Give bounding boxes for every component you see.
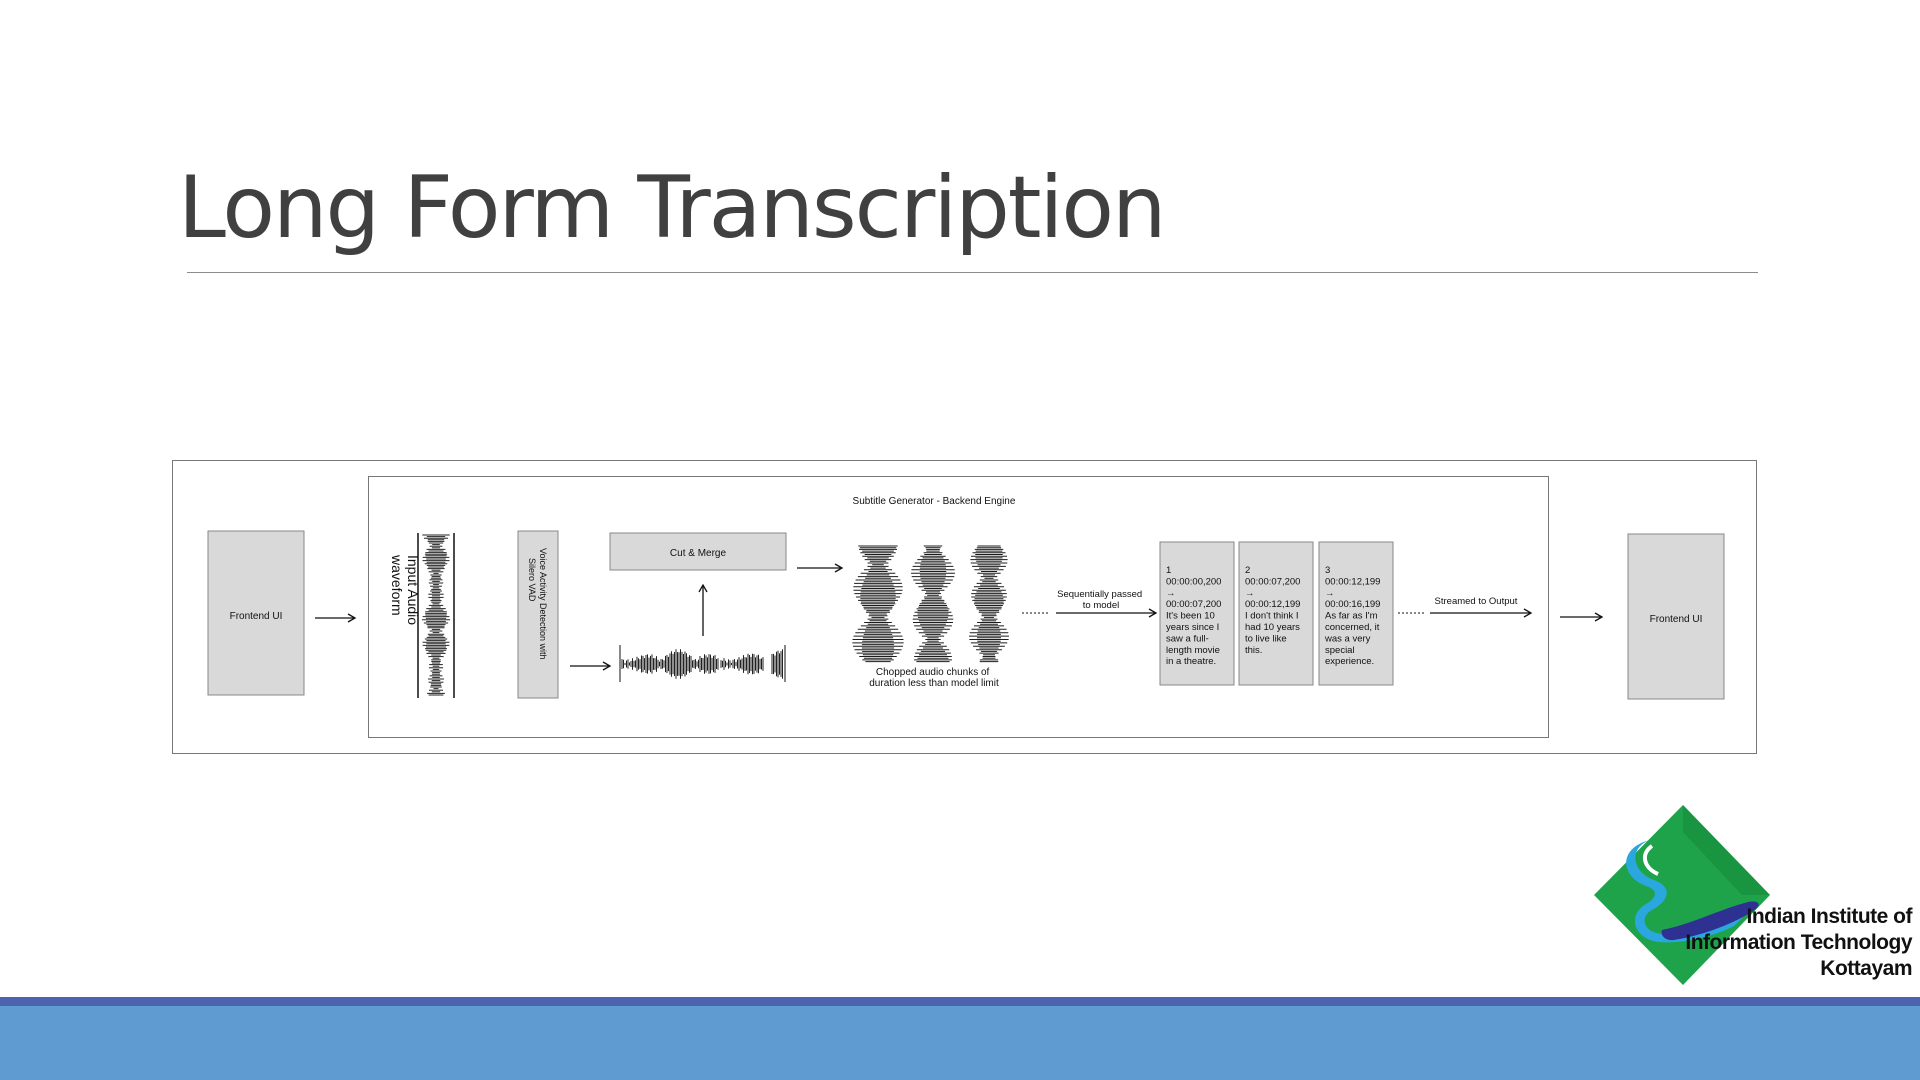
arrow-cut-merge-to-chunks	[797, 563, 844, 573]
sequential-label-line1: Sequentially passed	[1057, 589, 1142, 600]
arrow-waveform-to-cut-merge	[698, 583, 708, 636]
vad-waveform-graphic	[619, 645, 786, 682]
subtitle-1-line: It's been 10	[1166, 611, 1215, 622]
audio-chunks-graphic	[852, 545, 1009, 663]
subtitle-2-line: 00:00:12,199	[1245, 599, 1300, 610]
subtitle-3-line: As far as I'm	[1325, 611, 1378, 622]
subtitle-1-line: →	[1166, 588, 1176, 599]
sequential-label-line2: to model	[1083, 600, 1119, 611]
vad-label: Voice Activity Detection with Silero VAD	[527, 548, 548, 662]
chunks-label-line1: Chopped audio chunks of	[876, 667, 990, 678]
cut-merge-box	[609, 532, 787, 571]
subtitle-3-line: 00:00:12,199	[1325, 576, 1380, 587]
frontend-ui-left-box	[207, 530, 305, 696]
subtitle-3-line: was a very	[1324, 633, 1371, 644]
arrow-subtitles-to-output	[1398, 608, 1533, 618]
pipeline-diagram: Subtitle Generator - Backend Engine Fron…	[172, 460, 1758, 754]
subtitle-2-line: 2	[1245, 565, 1250, 576]
subtitle-3-line: 3	[1325, 565, 1330, 576]
arrow-vad-to-waveform	[570, 661, 612, 671]
institute-logo-line2: Information Technology	[1685, 931, 1912, 954]
subtitle-1-line: length movie	[1166, 645, 1220, 656]
subtitle-3-line: experience.	[1325, 656, 1374, 667]
subtitle-2-line: I don't think I	[1245, 611, 1299, 622]
vad-label-line1: Voice Activity Detection with	[538, 548, 548, 660]
chunks-label: Chopped audio chunks of duration less th…	[869, 667, 999, 689]
vad-box	[517, 530, 559, 699]
frontend-ui-right-box	[1627, 533, 1725, 700]
institute-logo-emblem	[1594, 805, 1770, 985]
subtitle-2-line: to live like	[1245, 633, 1287, 644]
input-waveform-label-line1: Input Audio	[405, 555, 421, 625]
slide-title: Long Form Transcription	[178, 158, 1167, 258]
title-divider	[187, 272, 1758, 273]
streamed-label: Streamed to Output	[1435, 596, 1518, 607]
institute-logo-line3: Kottayam	[1820, 957, 1912, 980]
institute-logo-text: Indian Institute of Information Technolo…	[1685, 904, 1912, 982]
backend-engine-title: Subtitle Generator - Backend Engine	[853, 496, 1016, 507]
arrow-engine-to-frontend	[1560, 612, 1604, 622]
subtitle-3-line: concerned, it	[1325, 622, 1380, 633]
subtitle-1-line: years since I	[1166, 622, 1219, 633]
subtitle-1-line: saw a full-	[1166, 633, 1209, 644]
institute-logo-line1: Indian Institute of	[1746, 905, 1913, 928]
input-waveform-label: Input Audio waveform	[389, 554, 421, 629]
institute-logo: Indian Institute of Information Technolo…	[1592, 802, 1920, 988]
pipeline-diagram-svg: Subtitle Generator - Backend Engine Fron…	[172, 460, 1757, 754]
subtitle-3-line: →	[1325, 588, 1335, 599]
subtitle-2-line: had 10 years	[1245, 622, 1300, 633]
subtitle-3-line: 00:00:16,199	[1325, 599, 1380, 610]
subtitle-2-line: 00:00:07,200	[1245, 576, 1300, 587]
input-waveform-graphic	[417, 533, 455, 698]
footer-bar	[0, 1006, 1920, 1080]
subtitle-2-line: →	[1245, 588, 1255, 599]
cut-merge-label: Cut & Merge	[670, 548, 727, 559]
arrow-chunks-to-subtitles	[1022, 608, 1158, 618]
subtitle-1-line: 00:00:00,200	[1166, 576, 1221, 587]
subtitle-2-line: this.	[1245, 645, 1262, 656]
footer-stripe	[0, 997, 1920, 1006]
frontend-ui-right-label: Frontend UI	[1650, 614, 1703, 625]
frontend-ui-left-label: Frontend UI	[230, 611, 283, 622]
sequential-label: Sequentially passed to model	[1057, 589, 1145, 611]
arrow-frontend-to-engine	[315, 613, 357, 623]
subtitle-1-line: 1	[1166, 565, 1171, 576]
vad-label-line2: Silero VAD	[527, 558, 537, 602]
input-waveform-label-line2: waveform	[389, 554, 405, 616]
subtitle-3-line: special	[1325, 645, 1355, 656]
subtitle-1-line: in a theatre.	[1166, 656, 1216, 667]
subtitle-1-line: 00:00:07,200	[1166, 599, 1221, 610]
chunks-label-line2: duration less than model limit	[869, 678, 999, 689]
